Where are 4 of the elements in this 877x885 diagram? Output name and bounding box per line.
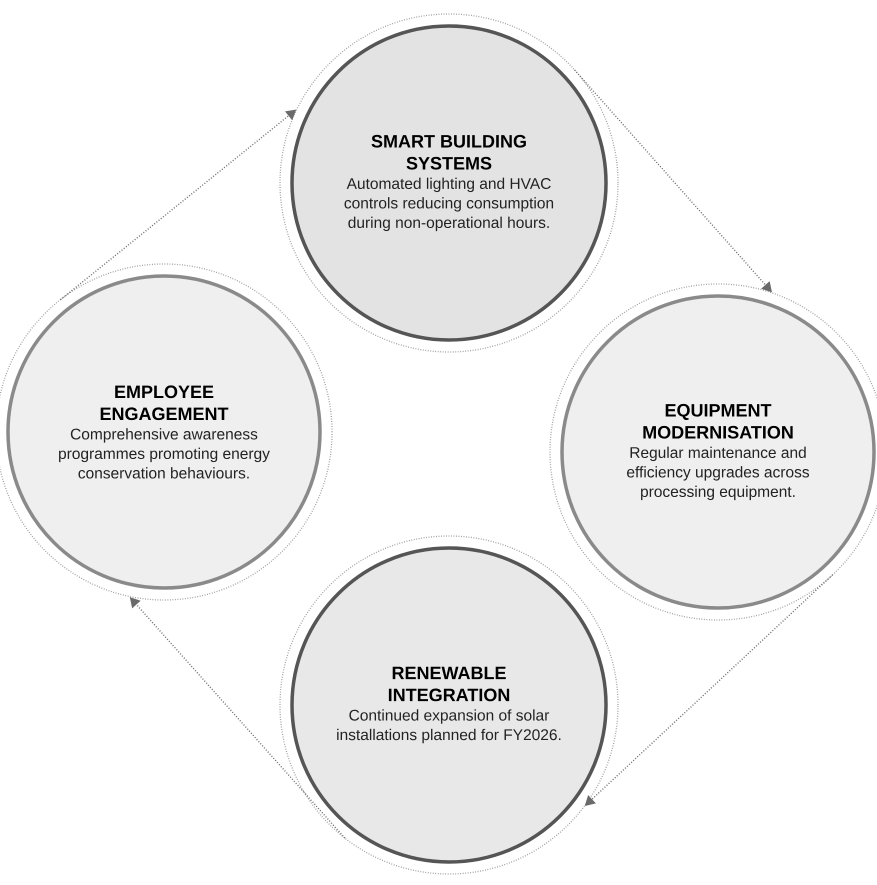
- circle-node: EMPLOYEE ENGAGEMENT Comprehensive awareness programmes promoting energy conservation behaviours.: [0, 263, 333, 601]
- circle-node: RENEWABLE INTEGRATION Continued expansion of solar installations planned for FY2026.: [279, 535, 619, 875]
- circle-node: EQUIPMENT MODERNISATION Regular maintenance and efficiency upgrades across processing equipment.: [549, 283, 877, 621]
- circle-node: SMART BUILDING SYSTEMS Automated lighting and HVAC controls reducing consumption during non-operational hours.: [279, 13, 619, 353]
